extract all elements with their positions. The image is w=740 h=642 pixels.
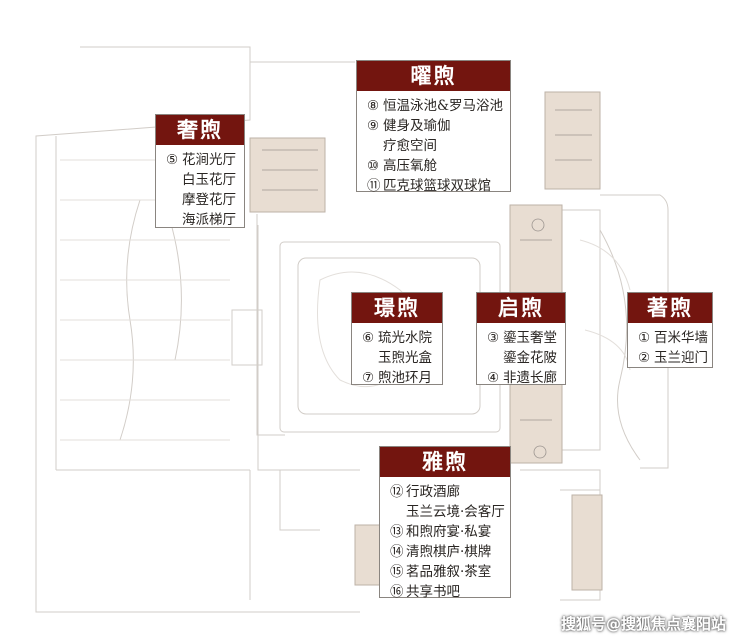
list-item: 鎏金花陂 bbox=[503, 350, 557, 366]
list-item: 玉煦光盒 bbox=[378, 350, 432, 366]
list-item: 白玉花厅 bbox=[182, 172, 236, 188]
zone-yao-title: 曜煦 bbox=[357, 61, 510, 91]
list-item: 摩登花厅 bbox=[182, 192, 236, 208]
zone-she-title: 奢煦 bbox=[156, 115, 244, 145]
watermark-text: 搜狐号@搜狐焦点襄阳站 bbox=[560, 615, 726, 633]
list-item: 海派梯厅 bbox=[182, 212, 236, 228]
zone-qi-title: 启煦 bbox=[477, 293, 565, 323]
zone-zhu-title: 著煦 bbox=[628, 293, 712, 323]
list-item: 玉兰云境·会客厅 bbox=[406, 504, 505, 520]
list-item: 疗愈空间 bbox=[383, 138, 437, 154]
zone-ya-title: 雅煦 bbox=[380, 447, 510, 477]
zone-jing-title: 璟煦 bbox=[352, 293, 442, 323]
